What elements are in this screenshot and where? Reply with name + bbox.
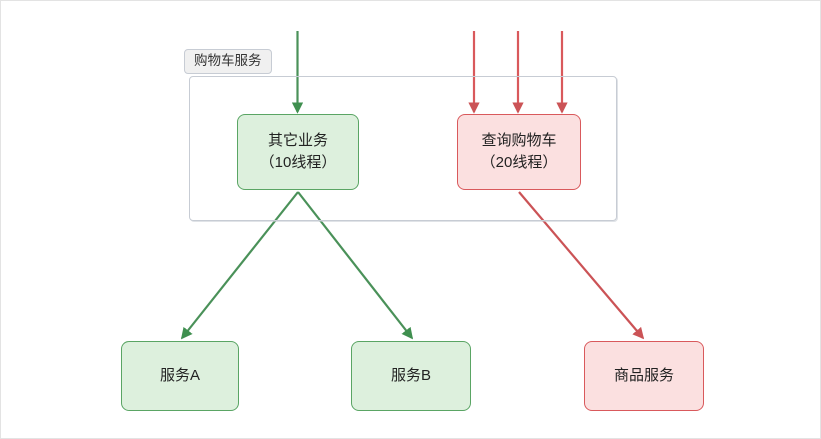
node-other-business[interactable]: 其它业务 （10线程） (237, 114, 359, 190)
node-query-cart[interactable]: 查询购物车 （20线程） (457, 114, 581, 190)
edge-other-business-to-service-a (180, 191, 299, 340)
group-label: 购物车服务 (184, 49, 272, 75)
node-product-service-title: 商品服务 (613, 367, 674, 385)
node-other-business-threads: （10线程） (259, 154, 337, 171)
node-other-business-title: 其它业务 (267, 132, 328, 150)
node-product-service[interactable]: 商品服务 (584, 341, 704, 411)
node-service-a-title: 服务A (159, 367, 200, 385)
shopping-cart-service-group (189, 76, 617, 221)
node-query-cart-title: 查询购物车 (481, 132, 557, 150)
edge-other-business-to-service-b (297, 191, 414, 340)
edge-query-cart-to-product-service (518, 191, 645, 340)
node-query-cart-threads: （20线程） (480, 154, 558, 171)
node-service-b[interactable]: 服务B (351, 341, 471, 411)
node-service-a[interactable]: 服务A (121, 341, 239, 411)
node-service-b-title: 服务B (390, 367, 431, 385)
